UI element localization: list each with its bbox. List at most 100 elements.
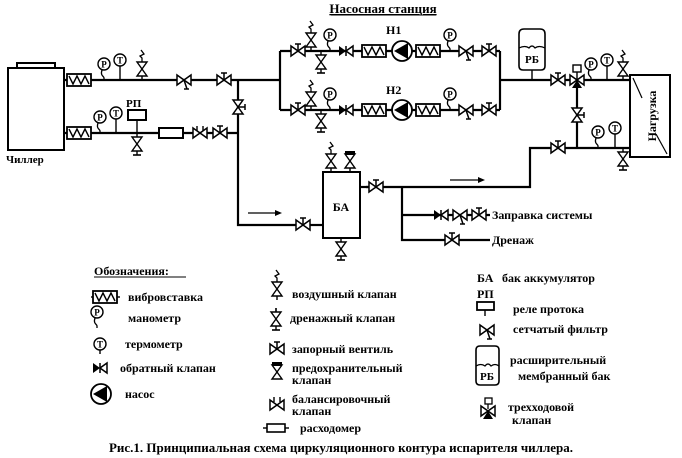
drain-valve-icon (315, 109, 327, 133)
legend-accumulator-tag: БА (477, 271, 494, 285)
pressure-gauge-icon (323, 28, 337, 52)
thermometer-icon (113, 53, 127, 81)
legend-label: воздушный клапан (292, 287, 397, 301)
system-fill-label: Заправка системы (492, 208, 593, 222)
strainer-icon (458, 104, 474, 120)
pump1-label: Н1 (386, 23, 401, 37)
accumulator-tank (322, 171, 361, 239)
legend-label: реле протока (513, 302, 584, 316)
check-valve-icon (338, 104, 354, 116)
pump2-label: Н2 (386, 83, 401, 97)
legend-label: мембранный бак (518, 369, 610, 383)
check-valve-icon (433, 209, 449, 221)
flow-arrow-icon (248, 210, 282, 216)
legend-label: балансировочный (292, 392, 391, 406)
flow-relay-label: РП (126, 98, 142, 110)
drain-label: Дренаж (492, 233, 534, 247)
thermometer-icon (608, 121, 622, 149)
shutoff-valve-icon (550, 72, 566, 86)
balancing-valve-icon (571, 107, 585, 123)
legend-heading: Обозначения: (94, 264, 169, 278)
strainer-icon (458, 45, 474, 61)
accumulator-label: БА (333, 200, 350, 214)
balancing-valve-icon (192, 126, 208, 140)
drain-valve-icon (131, 132, 143, 156)
legend-flow-relay-icon (476, 301, 495, 316)
chiller-unit (7, 62, 65, 151)
check-valve-icon (338, 45, 354, 57)
legend-label: бак аккумулятор (502, 271, 595, 285)
drain-valve-icon (617, 147, 629, 171)
vibration-insert-icon (415, 44, 441, 58)
drain-valve-icon (335, 237, 347, 261)
pump-icon (391, 40, 413, 62)
legend-label: запорный вентиль (292, 342, 394, 356)
legend-label: расходомер (300, 421, 361, 435)
strainer-icon (176, 74, 192, 90)
air-valve-icon (305, 79, 317, 111)
svg-text:T: T (97, 340, 103, 350)
legend-label: манометр (128, 311, 181, 325)
legend-label: клапан (292, 404, 331, 418)
legend-three-way-valve-icon (480, 397, 496, 419)
shutoff-valve-icon (295, 217, 311, 231)
shutoff-valve-icon (290, 43, 306, 57)
flow-arrow-icon (450, 177, 485, 183)
pressure-gauge-icon (591, 125, 605, 149)
legend-pressure-gauge-icon (90, 305, 104, 329)
pressure-gauge-icon (93, 110, 107, 134)
drain-valve-icon (315, 50, 327, 74)
vibration-insert-icon (361, 103, 387, 117)
shutoff-valve-icon (481, 102, 497, 116)
shutoff-valve-icon (368, 179, 384, 193)
legend-safety-valve-icon (270, 362, 284, 380)
legend-check-valve-icon (92, 362, 108, 374)
load-unit (629, 74, 671, 158)
figure-caption: Рис.1. Принципиальная схема циркуляционн… (109, 440, 573, 455)
expansion-tank-icon (518, 28, 546, 80)
pipe-bypass (236, 80, 296, 227)
flowmeter-icon (158, 127, 184, 139)
air-valve-icon (325, 141, 337, 173)
pressure-gauge-icon (443, 28, 457, 52)
legend-expansion-tank-tag: РБ (480, 371, 494, 383)
legend-label: насос (125, 387, 155, 401)
legend-drain-valve-icon (270, 307, 282, 331)
shutoff-valve-icon (471, 207, 487, 221)
legend-pump-icon (90, 383, 112, 405)
chiller-label: Чиллер (6, 154, 44, 166)
legend-label: клапан (512, 413, 551, 427)
shutoff-valve-icon (444, 232, 460, 246)
expansion-tank-label: РБ (525, 54, 539, 66)
legend-label: обратный клапан (120, 361, 216, 375)
three-way-valve-icon (569, 64, 585, 88)
legend-strainer-icon (479, 324, 495, 340)
pressure-gauge-icon (323, 87, 337, 111)
legend-label: дренажный клапан (290, 311, 395, 325)
load-label: Нагрузка (645, 91, 659, 142)
pressure-gauge-icon (443, 87, 457, 111)
legend-expansion-tank-icon (475, 345, 500, 386)
legend-balancing-valve-icon (269, 397, 285, 412)
vibration-insert-icon (66, 73, 92, 87)
air-valve-icon (305, 20, 317, 52)
shutoff-valve-icon (212, 125, 228, 139)
legend-label: сетчатый фильтр (513, 322, 608, 336)
legend-label: клапан (292, 373, 331, 387)
safety-valve-icon (343, 151, 357, 172)
shutoff-valve-icon (481, 43, 497, 57)
legend-vibration-insert (91, 290, 120, 304)
legend-label: термометр (125, 337, 183, 351)
pump-icon (391, 99, 413, 121)
air-valve-icon (136, 49, 148, 81)
shutoff-valve-icon (216, 72, 232, 86)
thermometer-icon (109, 106, 123, 134)
legend-label: расширительный (510, 353, 606, 367)
shutoff-valve-icon (550, 140, 566, 154)
legend-label: вибровставка (128, 290, 203, 304)
vibration-insert-icon (361, 44, 387, 58)
shutoff-valve-icon (232, 99, 246, 115)
legend-air-valve-icon (271, 269, 283, 301)
legend-thermometer-icon: T (93, 337, 107, 354)
pump-station-title: Насосная станция (329, 1, 436, 16)
